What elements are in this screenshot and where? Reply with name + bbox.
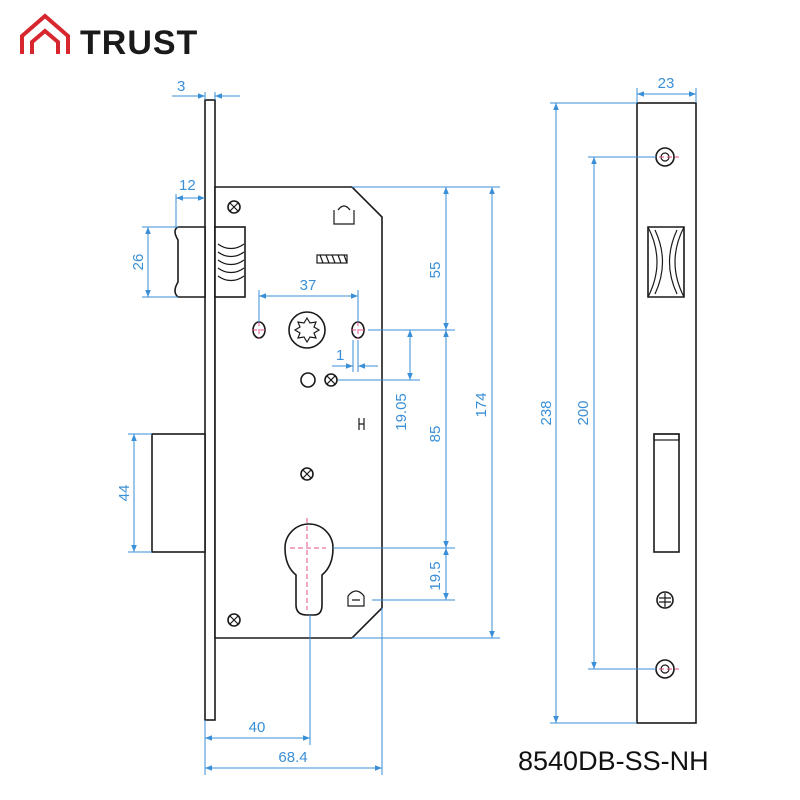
latch-bolt (174, 226, 246, 298)
brand-logo: TRUST (20, 13, 198, 62)
dim-backset: 40 (249, 719, 266, 736)
dim-small-offset: 1 (336, 347, 344, 364)
case-screw-icon (324, 373, 338, 387)
dim-faceplate-width: 23 (658, 75, 675, 92)
left-dimensions: 3 12 26 44 37 1 19.05 55 (116, 78, 500, 775)
dim-latch-height: 26 (130, 254, 147, 271)
bottom-cam (347, 590, 365, 607)
dim-faceplate-thickness: 3 (177, 78, 185, 95)
dim-cylinder-offset: 19.5 (427, 561, 444, 590)
faceplate-front-view (636, 102, 697, 724)
faceplate-front (636, 102, 697, 724)
latch-window (647, 226, 685, 298)
dim-top-to-follower: 55 (427, 262, 444, 279)
dim-case-depth: 68.4 (278, 749, 307, 766)
house-logo-icon (20, 13, 70, 54)
dead-bolt (151, 433, 206, 553)
dim-body-height: 174 (473, 392, 490, 417)
dim-follower-to-screw: 19.05 (393, 393, 410, 431)
cylinder-screw-icon (656, 591, 674, 609)
marker-symbol (358, 418, 365, 430)
right-dimensions: 23 238 200 (538, 75, 697, 724)
dim-bolt-height: 44 (116, 485, 133, 502)
dim-latch-projection: 12 (179, 177, 196, 194)
case-screw-icon (300, 467, 314, 481)
faceplate (204, 99, 216, 721)
centerlines (252, 321, 367, 610)
model-code: 8540DB-SS-NH (518, 746, 709, 776)
dim-follower-to-hole: 37 (300, 277, 317, 294)
pin-hole (300, 372, 316, 388)
dim-faceplate-length: 238 (538, 400, 555, 425)
top-cam (333, 205, 355, 225)
dim-follower-to-cylinder: 85 (427, 426, 444, 443)
lock-body-view (151, 99, 383, 721)
brand-name: TRUST (80, 24, 198, 62)
lever-follower (288, 311, 326, 349)
case-screw-icon (227, 200, 241, 214)
dim-screw-spacing: 200 (575, 400, 592, 425)
case-screw-icon (227, 613, 241, 627)
bolt-window (653, 433, 680, 553)
